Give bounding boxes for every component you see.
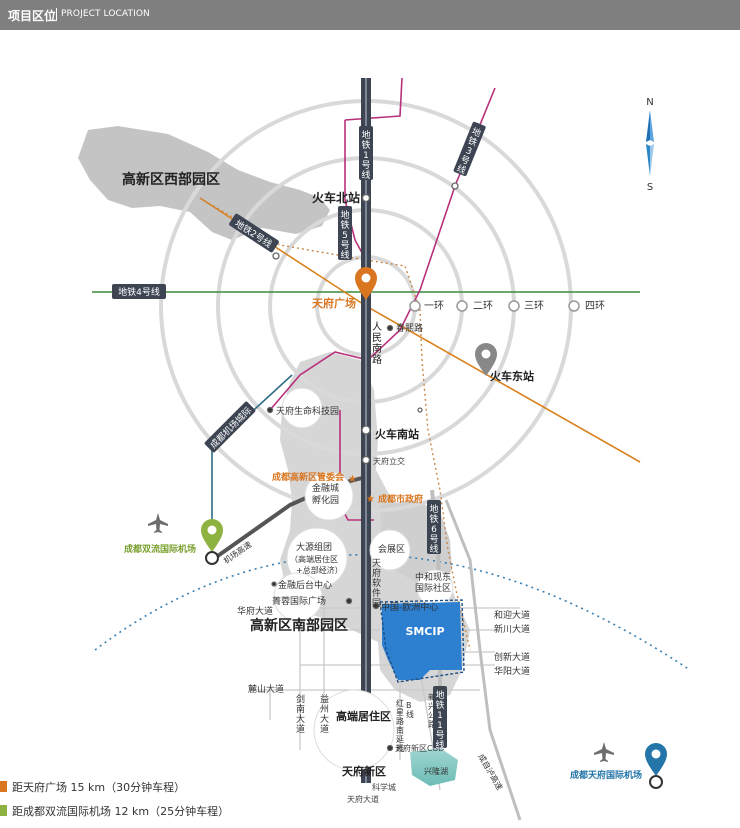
compass-north-label: N: [646, 97, 653, 108]
east-rail-station-label: 火车东站: [490, 369, 534, 383]
airplane-icon-tianfu: [594, 742, 614, 762]
tianfu-airport-label: 成都天府国际机场: [570, 769, 642, 781]
city-government-star-icon: ★: [366, 494, 375, 505]
project-boundary: [379, 599, 465, 683]
shuangliu-airport-pin[interactable]: [201, 519, 223, 565]
high-end-residential-label: 高端居住区: [336, 709, 391, 723]
finance-backstage-label: 金融后台中心: [278, 579, 332, 591]
heyang-avenue-label: 和迎大道: [494, 609, 530, 621]
dayuan-label: 大源组团: [296, 541, 332, 553]
china-eu-center-label: 中国-欧洲中心: [381, 601, 438, 613]
tianfu-avenue-label: 天府大道: [347, 794, 379, 804]
admin-committee-label: 成都高新区管委会: [272, 471, 345, 483]
north-rail-station-label: 火车北站: [312, 190, 360, 205]
tianfu-interchange-label: 天府立交: [373, 456, 405, 466]
chuangxin-avenue-label: 创新大道: [494, 651, 530, 663]
header-divider: [56, 8, 57, 21]
qingdeng-label: 菁蓉国际广场: [272, 595, 326, 607]
tianfu-new-cbd-label: 天府新区CBD: [395, 743, 444, 753]
science-city-label: 科学城: [372, 782, 396, 792]
tianfu-square-pin[interactable]: [355, 267, 377, 300]
metro-line-4-badge: 地铁4号线: [112, 284, 166, 299]
tianfu-square-label: 天府广场: [312, 296, 356, 310]
legend-item-tianfu-square: 距天府广场 15 km（30分钟车程）: [0, 779, 400, 795]
legend-swatch-orange: [0, 781, 7, 792]
header-subtitle: PROJECT LOCATION: [61, 9, 150, 19]
district-bubbles: [273, 387, 454, 771]
incubator-label: 孵化园: [312, 494, 339, 506]
south-district-label: 高新区南部园区: [250, 617, 348, 634]
chunxi-road-label: 春熙路: [396, 322, 423, 334]
location-map[interactable]: SMCIP 一环 二环 三环 四环 火车北站 天府广场 春熙路 人民南路 火车南…: [0, 30, 740, 828]
svg-text:地铁3号线: 地铁3号线: [455, 125, 483, 177]
page-header: 项目区位 PROJECT LOCATION: [0, 0, 740, 30]
airport-clearance-arc: [94, 553, 691, 671]
admin-committee-star-icon: ★: [348, 474, 357, 485]
expo-label: 会展区: [378, 543, 405, 555]
ring-label-1: 一环: [424, 301, 444, 312]
software-park-label: 天府软件园: [372, 559, 381, 609]
ring-label-2: 二环: [473, 301, 493, 312]
ring-label-4: 四环: [585, 301, 605, 312]
legend-item-shuangliu-airport: 距成都双流国际机场 12 km（25分钟车程）: [0, 803, 400, 819]
compass-south-label: S: [647, 182, 653, 193]
tianfu-new-area-label: 天府新区: [342, 764, 386, 778]
svg-text:地铁4号线: 地铁4号线: [118, 286, 160, 298]
xinglong-lake: [410, 748, 458, 786]
station-dots: [266, 182, 459, 752]
xinglong-lake-label: 兴隆湖: [424, 766, 448, 776]
dayuan-sub-label: （高端居住区: [290, 554, 338, 564]
lushan-avenue-label: 麓山大道: [248, 683, 284, 695]
xinglong-road-label: 新兴公路: [428, 692, 436, 729]
north-arrow-icon: [646, 110, 654, 176]
header-title: 项目区位: [8, 9, 57, 23]
project-area: [382, 602, 462, 680]
chengmian-intercity-badge: 成都机场城际: [204, 401, 256, 453]
tianfu-airport-pin[interactable]: [645, 743, 667, 789]
metro-line-3: [269, 87, 496, 411]
legend-swatch-green: [0, 805, 7, 816]
metro-line-3-badge: 地铁3号线: [453, 121, 486, 177]
airplane-icon-shuangliu: [148, 513, 168, 533]
yizhou-avenue-label: 益州大道: [320, 693, 329, 735]
huayang-avenue-label: 华阳大道: [494, 665, 530, 677]
metro-line-3-top: [344, 77, 403, 121]
metro-line-6-path: [199, 197, 471, 651]
huafu-avenue-label: 华府大道: [237, 605, 273, 617]
legend-text: 距成都双流国际机场 12 km（25分钟车程）: [12, 805, 230, 818]
zhonghe-label: 中和现东: [415, 571, 451, 583]
west-district-label: 高新区西部园区: [122, 171, 220, 188]
shuangliu-airport-label: 成都双流国际机场: [124, 543, 196, 555]
life-science-park-label: 天府生命科技园: [276, 405, 339, 417]
dayuan-sub2-label: +总部经济）: [296, 565, 343, 575]
intl-community-label: 国际社区: [415, 582, 451, 594]
east-rail-station-pin[interactable]: [475, 343, 497, 376]
city-government-label: 成都市政府: [378, 493, 423, 505]
legend-text: 距天府广场 15 km（30分钟车程）: [12, 781, 186, 794]
hongxing-road-label: 红星路南延线: [396, 698, 404, 753]
ring-label-3: 三环: [524, 301, 544, 312]
renmin-south-road-label: 人民南路: [372, 321, 382, 366]
south-rail-station-label: 火车南站: [375, 427, 419, 441]
svg-text:成都机场城际: 成都机场城际: [207, 404, 254, 451]
jiannan-avenue-label: 剑南大道: [296, 693, 305, 735]
expressway-east: [444, 499, 522, 821]
finance-city-label: 金融城: [312, 482, 339, 494]
project-logo: SMCIP: [405, 625, 444, 638]
ring-road-markers: [409, 300, 580, 312]
xinchuan-avenue-label: 新川大道: [494, 623, 530, 635]
